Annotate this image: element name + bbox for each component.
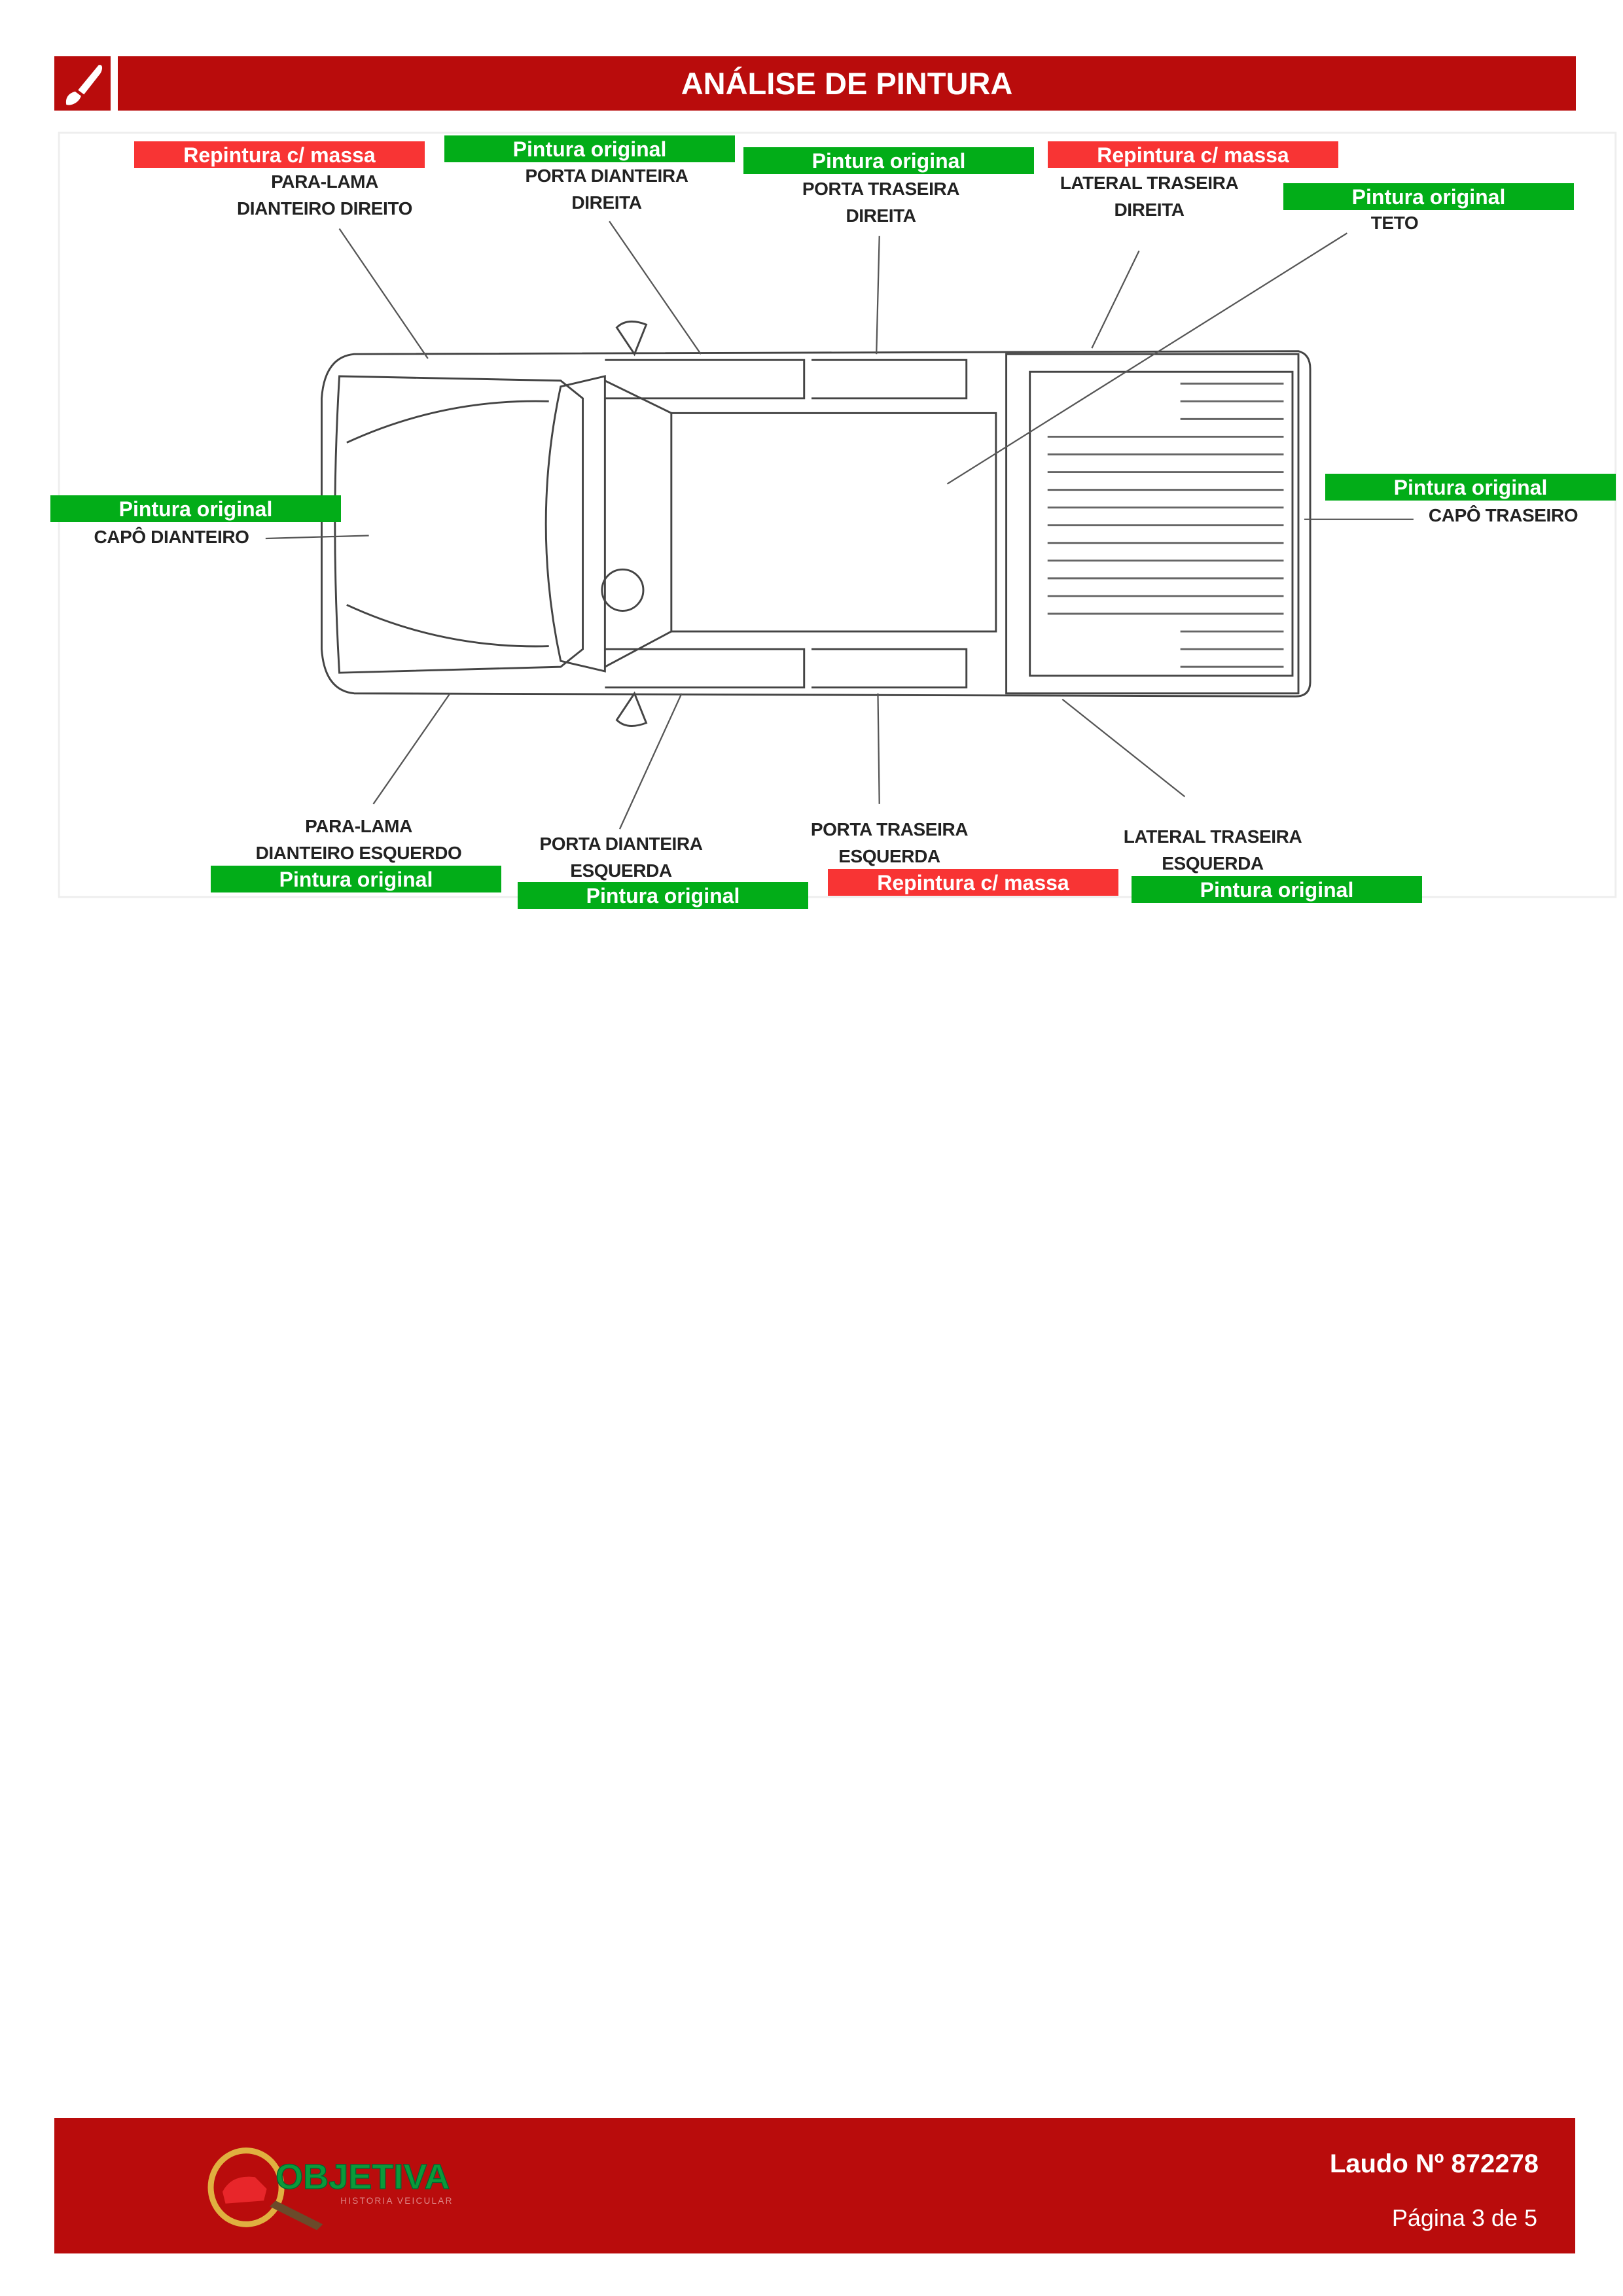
status-badge-capo-traseiro: Pintura original bbox=[1325, 474, 1616, 501]
page-number: Página 3 de 5 bbox=[1391, 2204, 1537, 2231]
status-badge-porta-dianteira-direita: Pintura original bbox=[444, 135, 735, 162]
status-badge-lateral-traseira-esquerda: Pintura original bbox=[1132, 876, 1422, 903]
status-badge-teto: Pintura original bbox=[1283, 183, 1574, 210]
status-badge-lateral-traseira-direita: Repintura c/ massa bbox=[1048, 141, 1338, 168]
cab-roof bbox=[670, 412, 997, 633]
vehicle-top-view-diagram bbox=[58, 132, 1617, 898]
part-label-teto: TETO bbox=[1370, 213, 1419, 233]
page-title: ANÁLISE DE PINTURA bbox=[118, 56, 1576, 111]
paintbrush-icon bbox=[54, 56, 111, 111]
bed-ribs bbox=[1047, 382, 1284, 668]
windshield bbox=[544, 375, 606, 673]
svg-text:OBJETIVA: OBJETIVA bbox=[276, 2157, 450, 2197]
footer-bar: OBJETIVA HISTORIA VEICULAR Laudo Nº 8722… bbox=[54, 2118, 1575, 2253]
status-badge-porta-traseira-direita: Pintura original bbox=[743, 147, 1034, 174]
truck-bed bbox=[1005, 353, 1300, 695]
status-badge-capo-dianteiro: Pintura original bbox=[50, 495, 341, 522]
company-logo: OBJETIVA HISTORIA VEICULAR bbox=[205, 2142, 485, 2233]
part-label-capo-dianteiro: CAPÔ DIANTEIRO bbox=[94, 527, 249, 547]
right-doors bbox=[605, 359, 968, 400]
hood bbox=[334, 375, 584, 674]
truck-outline bbox=[321, 350, 1311, 698]
part-label-capo-traseiro: CAPÔ TRASEIRO bbox=[1428, 505, 1578, 525]
status-badge-porta-dianteira-esquerda: Pintura original bbox=[518, 882, 808, 909]
status-badge-para-lama-dianteiro-esquerdo: Pintura original bbox=[211, 866, 501, 892]
leader-lines bbox=[265, 221, 1414, 830]
svg-text:HISTORIA VEICULAR: HISTORIA VEICULAR bbox=[340, 2196, 453, 2206]
status-badge-para-lama-dianteiro-direito: Repintura c/ massa bbox=[134, 141, 425, 168]
left-doors bbox=[605, 648, 968, 689]
report-number: Laudo Nº 872278 bbox=[1329, 2149, 1539, 2178]
status-badge-porta-traseira-esquerda: Repintura c/ massa bbox=[828, 869, 1118, 896]
